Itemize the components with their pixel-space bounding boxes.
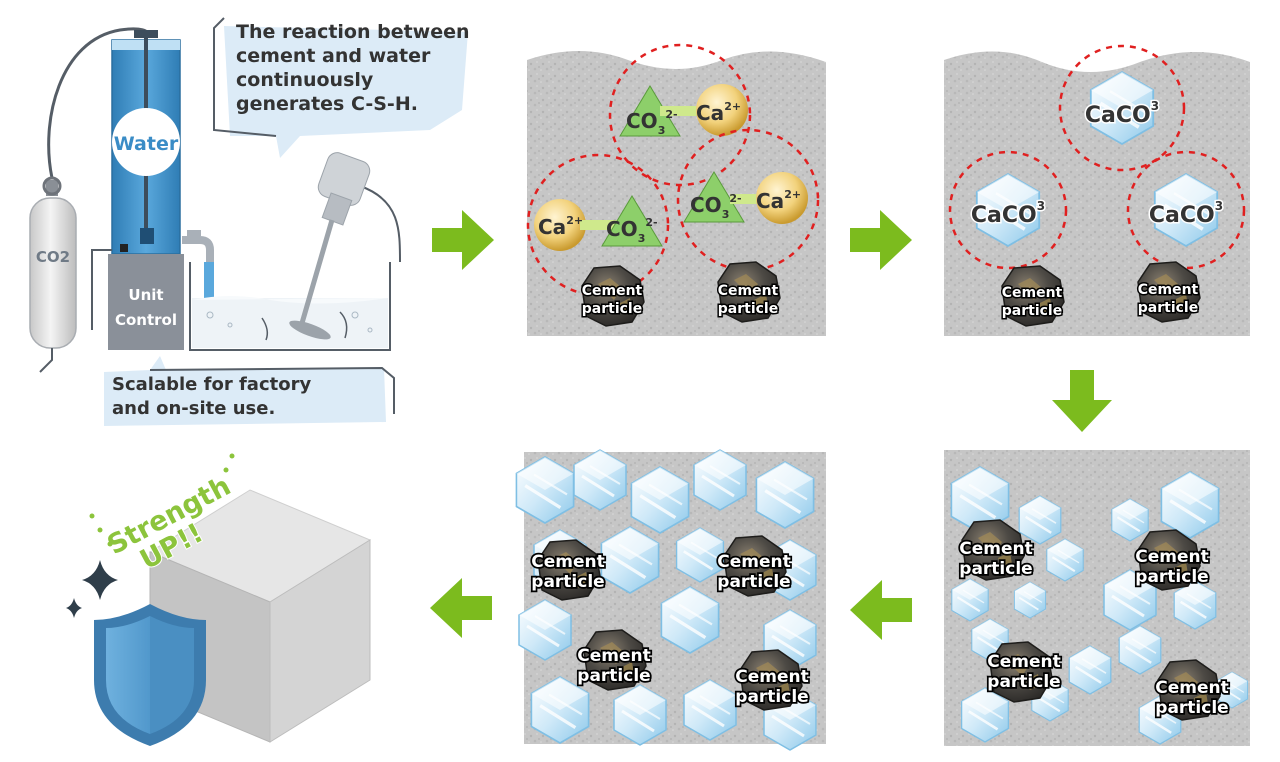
cement-particle: Cement particle — [958, 519, 1034, 581]
svg-text:Cement: Cement — [582, 283, 643, 299]
svg-text:particle: particle — [1002, 303, 1062, 319]
arrow-right-2 — [850, 210, 912, 270]
svg-text:Cement: Cement — [577, 646, 650, 666]
unit-label-line2: Control — [115, 311, 177, 329]
svg-text:Cement: Cement — [735, 667, 808, 687]
cement-particle: Cement particle — [530, 539, 606, 601]
svg-text:particle: particle — [735, 687, 808, 707]
svg-text:CaCO3: CaCO3 — [971, 199, 1045, 228]
concrete-cube — [148, 489, 372, 743]
shield-icon — [94, 604, 206, 746]
svg-text:CaCO3: CaCO3 — [1085, 99, 1159, 128]
caco3-crystal: CaCO3 — [1126, 150, 1246, 270]
svg-text:Cement: Cement — [1155, 678, 1228, 698]
arrow-down — [1052, 370, 1112, 432]
cement-particle: Cement particle — [1136, 261, 1201, 323]
ca-ion: Ca2+ — [696, 100, 741, 125]
reaction-line3: continuously — [236, 69, 374, 91]
svg-text:Cement: Cement — [531, 552, 604, 572]
reaction-line1: The reaction between — [236, 21, 470, 43]
svg-text:particle: particle — [1135, 567, 1208, 587]
svg-text:CaCO3: CaCO3 — [1149, 199, 1223, 228]
svg-text:Cement: Cement — [1002, 285, 1063, 301]
ion-pair-2: Ca2+ CO32- — [526, 153, 670, 297]
arrow-left-2 — [430, 578, 492, 638]
cement-particle: Cement particle — [716, 261, 781, 323]
co2-label: CO2 — [36, 248, 70, 266]
svg-text:particle: particle — [1155, 698, 1228, 718]
svg-text:particle: particle — [582, 301, 642, 317]
result-illustration: Strength UP!! — [66, 453, 372, 746]
ion-pair-3: CO32- Ca2+ — [676, 128, 820, 272]
cement-particle: Cement particle — [986, 641, 1062, 703]
cement-particle: Cement particle — [576, 629, 652, 691]
cement-particle: Cement particle — [734, 649, 810, 711]
panel-caco3: CaCO3 CaCO3 CaCO3 Cement particle Cement… — [944, 44, 1250, 336]
svg-text:particle: particle — [1138, 300, 1198, 316]
svg-text:particle: particle — [718, 301, 778, 317]
svg-text:particle: particle — [959, 559, 1032, 579]
panel-crystal-growth: Cement particle Cement particle Cement p… — [944, 450, 1250, 746]
svg-text:Cement: Cement — [1135, 547, 1208, 567]
cement-particle: Cement particle — [1134, 529, 1210, 591]
mixer — [261, 152, 401, 341]
panel-dense-crystals: Cement particle Cement particle Cement p… — [516, 450, 826, 750]
reaction-line4: generates C-S-H. — [236, 93, 418, 115]
co2-cylinder: CO2 — [29, 176, 77, 349]
svg-text:Cement: Cement — [718, 283, 779, 299]
ion-pair-1: CO32- Ca2+ — [608, 43, 752, 187]
svg-text:Cement: Cement — [1138, 282, 1199, 298]
scalable-line2: and on-site use. — [112, 398, 275, 419]
svg-text:Cement: Cement — [987, 652, 1060, 672]
arrow-right-1 — [432, 210, 494, 270]
cement-particle: Cement particle — [580, 265, 645, 327]
svg-text:particle: particle — [717, 572, 790, 592]
svg-text:particle: particle — [987, 672, 1060, 692]
callout-reaction: The reaction between cement and water co… — [213, 17, 470, 158]
equipment-illustration: CO2 Water Unit Control — [29, 27, 401, 373]
scalable-line1: Scalable for factory — [112, 374, 311, 395]
cement-particle: Cement particle — [716, 535, 792, 597]
co3-ion: CO32- — [626, 108, 678, 137]
svg-text:particle: particle — [531, 572, 604, 592]
unit-control-box: Unit Control — [108, 254, 184, 350]
water-label: Water — [114, 133, 179, 155]
co3-ion-3: CO32- — [690, 192, 742, 221]
arrow-left-1 — [850, 580, 912, 640]
caco3-crystal: CaCO3 — [948, 150, 1068, 270]
water-tank: Water — [111, 30, 181, 255]
sparkle-icon — [66, 560, 118, 618]
panel-ions: CO32- Ca2+ Ca2+ CO32- CO32- Ca2+ Cement … — [526, 43, 826, 336]
callout-scalable: Scalable for factory and on-site use. — [104, 356, 395, 426]
reaction-line2: cement and water — [236, 45, 431, 67]
svg-text:particle: particle — [577, 666, 650, 686]
unit-label-line1: Unit — [128, 286, 163, 304]
cement-particle: Cement particle — [1154, 659, 1230, 721]
mixing-basin — [189, 262, 391, 351]
co3-ion-2: CO32- — [606, 216, 658, 245]
svg-text:Cement: Cement — [959, 539, 1032, 559]
svg-text:Cement: Cement — [717, 552, 790, 572]
ca-ion-2: Ca2+ — [538, 214, 583, 239]
cement-particle: Cement particle — [1000, 265, 1065, 327]
caco3-crystal: CaCO3 — [1058, 44, 1186, 172]
ca-ion-3: Ca2+ — [756, 188, 801, 213]
